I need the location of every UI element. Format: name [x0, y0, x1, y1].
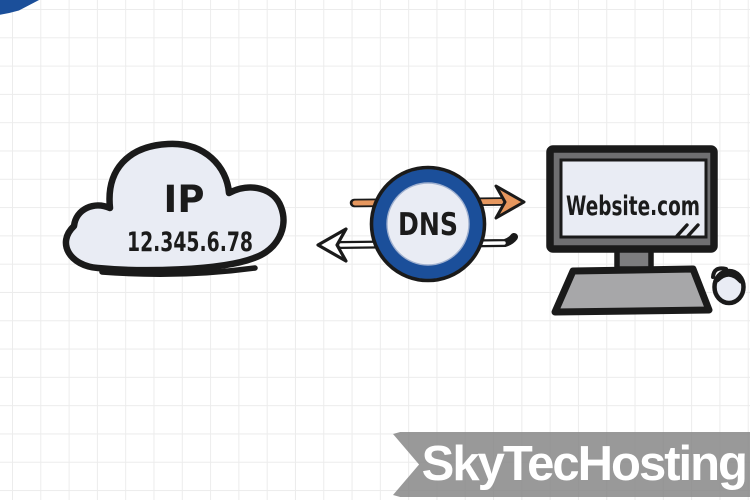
keyboard-icon: [551, 265, 713, 316]
website-label: Website.com: [566, 191, 700, 222]
monitor-icon: Website.com: [546, 145, 718, 272]
mouse-icon: [711, 266, 746, 306]
monitor-stand: [614, 247, 654, 272]
watermark-banner: SkyTecHosting: [393, 432, 750, 497]
dns-label: DNS: [398, 207, 458, 243]
dns-circle-icon: DNS: [369, 165, 487, 283]
ip-label: IP: [164, 178, 205, 221]
brand-logo-text: SkyTecHosting: [421, 437, 748, 491]
ip-address: 12.345.6.78: [127, 227, 253, 258]
screen-slashes-icon: [675, 223, 700, 238]
cloud-icon: IP 12.345.6.78: [62, 140, 287, 277]
